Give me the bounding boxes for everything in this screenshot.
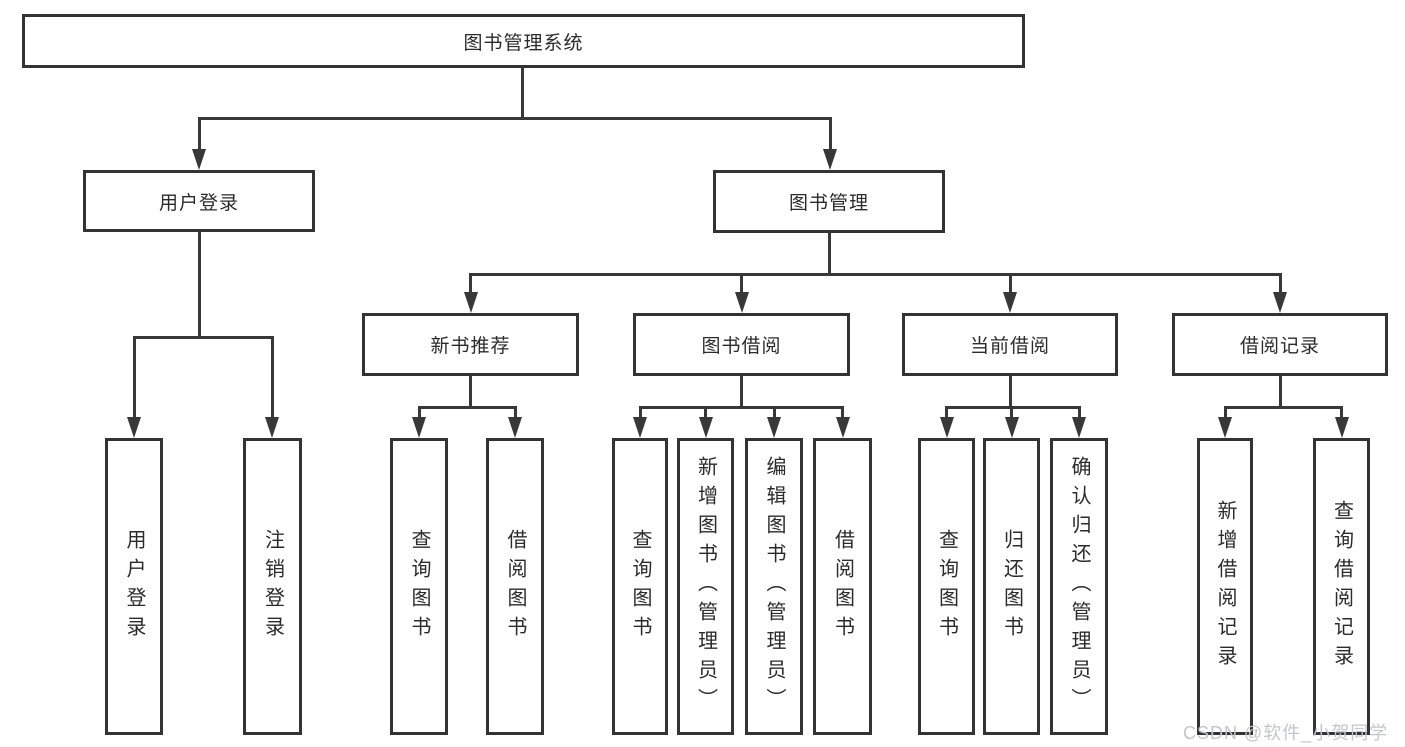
arrow-to-book-borrowing <box>734 292 749 313</box>
leaf-borrowing-borrow-books: 借阅图书 <box>813 438 872 735</box>
connector-drop-rec-borrow <box>513 406 517 420</box>
arrow-to-bb-edit <box>767 417 781 438</box>
node-new-book-recommend: 新书推荐 <box>362 313 579 376</box>
connector-drop-br-add <box>1223 406 1227 420</box>
connector-drop-cb-confirm <box>1077 406 1081 420</box>
arrow-to-book-management <box>823 149 837 170</box>
leaf-current-confirm-return-admin: 确认归还（管理员） <box>1050 438 1108 735</box>
connector-borrow-records-stem <box>1278 376 1282 409</box>
connector-drop-cb-query <box>945 406 948 420</box>
arrow-to-new-book <box>463 292 478 313</box>
connector-level3-bus <box>469 273 1282 276</box>
node-book-borrowing: 图书借阅 <box>633 313 850 376</box>
leaf-borrowing-query-books: 查询图书 <box>612 438 668 735</box>
connector-drop-user-login <box>197 117 201 151</box>
arrow-to-bb-add <box>698 417 713 438</box>
connector-drop-leaf-logout <box>270 336 274 419</box>
connector-root-stem <box>520 68 524 119</box>
node-library-management-system: 图书管理系统 <box>22 14 1025 68</box>
arrow-to-user-login <box>192 149 206 170</box>
leaf-borrowing-add-books-admin: 新增图书（管理员） <box>677 438 734 735</box>
arrow-to-cb-return <box>1004 417 1019 438</box>
csdn-watermark: CSDN @软件_小贺同学 <box>1183 723 1389 743</box>
connector-drop-book-borrowing <box>740 273 743 294</box>
arrow-to-leaf-logout <box>265 417 279 438</box>
connector-drop-book-management <box>828 117 832 151</box>
connector-drop-bb-edit <box>772 406 776 420</box>
arrow-to-bb-borrow <box>835 417 850 438</box>
arrow-to-br-add <box>1218 417 1232 438</box>
connector-drop-current-borrowing <box>1008 273 1012 294</box>
node-borrow-records: 借阅记录 <box>1172 313 1388 376</box>
arrow-to-cb-confirm <box>1072 417 1086 438</box>
arrow-to-cb-query <box>939 417 954 438</box>
leaf-recommend-borrow-books: 借阅图书 <box>486 438 544 735</box>
leaf-records-query-borrow-record: 查询借阅记录 <box>1313 438 1370 735</box>
connector-book-management-stem <box>827 233 831 276</box>
connector-drop-bb-query <box>638 406 642 420</box>
connector-drop-rec-query <box>417 406 421 420</box>
connector-drop-new-book <box>469 273 472 294</box>
arrow-to-leaf-user-login <box>127 417 141 438</box>
leaf-user-login: 用户登录 <box>105 438 163 735</box>
leaf-current-query-books: 查询图书 <box>918 438 975 735</box>
arrow-to-rec-borrow <box>508 417 522 438</box>
connector-drop-bb-borrow <box>841 406 844 420</box>
arrow-to-br-query <box>1334 417 1349 438</box>
arrow-to-current-borrowing <box>1003 292 1017 313</box>
leaf-recommend-query-books: 查询图书 <box>390 438 448 735</box>
leaf-borrowing-edit-books-admin: 编辑图书（管理员） <box>745 438 803 735</box>
connector-level2-bus <box>197 117 832 120</box>
connector-drop-bb-add <box>704 406 707 420</box>
leaf-current-return-books: 归还图书 <box>983 438 1040 735</box>
arrow-to-bb-query <box>633 417 647 438</box>
connector-current-borrowing-stem <box>1008 376 1012 409</box>
connector-drop-leaf-user-login <box>132 336 136 419</box>
arrow-to-rec-query <box>412 417 426 438</box>
node-user-login: 用户登录 <box>83 170 315 232</box>
connector-new-book-bus <box>417 406 517 409</box>
connector-borrow-records-bus <box>1223 406 1341 409</box>
node-book-management: 图书管理 <box>713 170 945 233</box>
connector-drop-cb-return <box>1010 406 1013 420</box>
leaf-logout: 注销登录 <box>243 438 302 735</box>
connector-book-borrowing-bus <box>638 406 843 409</box>
connector-new-book-stem <box>469 376 472 409</box>
connector-user-login-bus <box>132 336 274 339</box>
connector-user-login-stem <box>197 232 201 339</box>
arrow-to-borrow-records <box>1273 292 1287 313</box>
connector-drop-br-query <box>1340 406 1343 420</box>
connector-book-borrowing-stem <box>740 376 743 409</box>
leaf-records-add-borrow-record: 新增借阅记录 <box>1197 438 1253 735</box>
node-current-borrowing: 当前借阅 <box>902 313 1118 376</box>
connector-drop-borrow-records <box>1278 273 1282 294</box>
